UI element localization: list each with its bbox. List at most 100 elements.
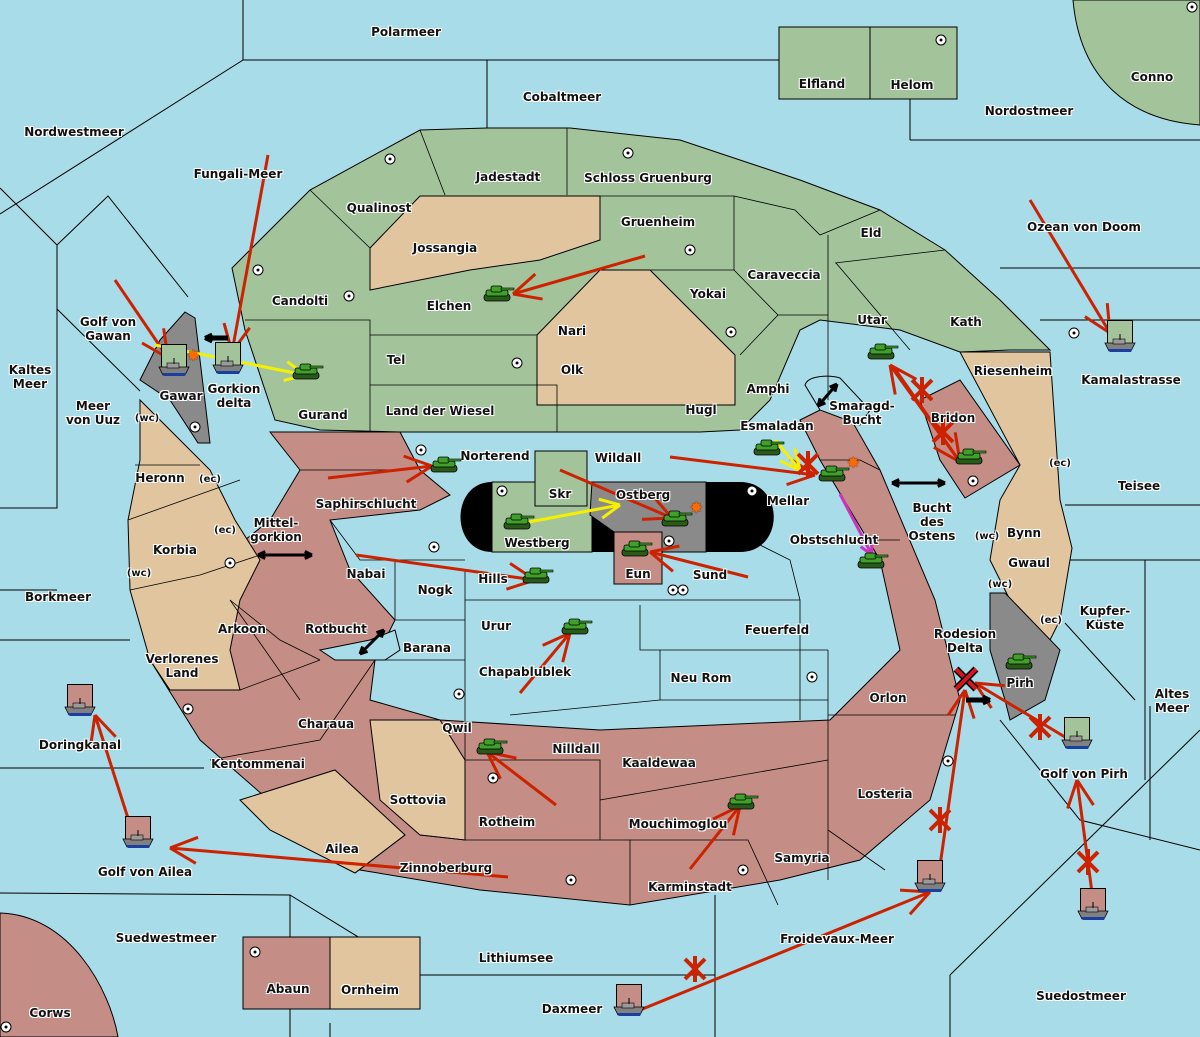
sea-region-golf-von-pirh[interactable]: Golf von Pirh: [1040, 767, 1128, 781]
land-region-riesenheim[interactable]: Riesenheim: [973, 364, 1053, 378]
land-region-jossangia[interactable]: Jossangia: [412, 241, 478, 255]
sea-region-polarmeer[interactable]: Polarmeer: [371, 25, 441, 39]
fleet-unit-golf-von-ailea[interactable]: [122, 816, 154, 854]
army-unit-obstschlucht[interactable]: [855, 552, 889, 574]
army-unit-ostberg[interactable]: ✸: [659, 500, 703, 532]
army-unit-bridon[interactable]: [953, 448, 987, 470]
land-region-bridon[interactable]: Bridon: [930, 411, 976, 425]
fleet-unit-froidevaux-meer[interactable]: [914, 860, 946, 898]
land-region-kentommenai[interactable]: Kentommenai: [211, 757, 305, 771]
land-region-heronn[interactable]: Heronn: [135, 471, 185, 485]
sea-region-teisee[interactable]: Teisee: [1117, 479, 1161, 493]
sea-region-rodesion-delta[interactable]: Rodesion Delta: [933, 627, 997, 655]
land-region-skr[interactable]: Skr: [548, 487, 572, 501]
land-region-olk[interactable]: Olk: [560, 363, 584, 377]
land-region-verlorenes-land[interactable]: Verlorenes Land: [145, 652, 219, 680]
sea-region-suedostmeer[interactable]: Suedostmeer: [1036, 989, 1126, 1003]
land-region-candolti[interactable]: Candolti: [271, 294, 329, 308]
land-region-obstschlucht[interactable]: Obstschlucht: [789, 533, 879, 547]
sea-region-ozean-von-doom[interactable]: Ozean von Doom: [1027, 220, 1141, 234]
land-region-ailea[interactable]: Ailea: [325, 842, 359, 856]
army-unit-elchen[interactable]: [481, 285, 515, 307]
land-region-qwil[interactable]: Qwil: [442, 721, 472, 735]
land-region-feuerfeld[interactable]: Feuerfeld: [744, 623, 810, 637]
land-region-nari[interactable]: Nari: [557, 324, 587, 338]
sea-region-gorkion-delta[interactable]: Gorkion delta: [207, 382, 261, 410]
army-unit-utar[interactable]: [865, 343, 899, 365]
fleet-unit-doringkanal[interactable]: [64, 684, 96, 722]
army-unit-westberg[interactable]: [501, 513, 535, 535]
land-region-tel[interactable]: Tel: [386, 353, 406, 367]
sea-region-lithiumsee[interactable]: Lithiumsee: [478, 951, 554, 965]
land-region-sund[interactable]: Sund: [692, 568, 728, 582]
sea-region-mittel--gorkion[interactable]: Mittel- gorkion: [250, 516, 302, 544]
sea-region-doringkanal[interactable]: Doringkanal: [38, 738, 122, 752]
sea-region-fungali-meer[interactable]: Fungali-Meer: [193, 167, 283, 181]
land-region-gwaul[interactable]: Gwaul: [1008, 556, 1050, 570]
sea-region-borkmeer[interactable]: Borkmeer: [25, 590, 91, 604]
sea-region-rotbucht[interactable]: Rotbucht: [305, 622, 367, 636]
land-region-wildall[interactable]: Wildall: [594, 451, 642, 465]
land-region-yokai[interactable]: Yokai: [689, 287, 727, 301]
land-region-barana[interactable]: Barana: [403, 641, 451, 655]
land-region-schloss-gruenburg[interactable]: Schloss Gruenburg: [584, 171, 712, 185]
fleet-unit-kamalastrasse[interactable]: [1104, 320, 1136, 358]
land-region-norterend[interactable]: Norterend: [460, 449, 530, 463]
land-region-kaaldewaa[interactable]: Kaaldewaa: [622, 756, 696, 770]
army-unit-pirh[interactable]: [1003, 653, 1037, 675]
land-region-amphi[interactable]: Amphi: [746, 382, 790, 396]
army-unit-mellar[interactable]: ✸: [816, 455, 860, 487]
land-region-bynn[interactable]: Bynn: [1006, 526, 1042, 540]
fleet-unit-daxmeer[interactable]: [613, 984, 645, 1022]
land-region-hugl[interactable]: Hugl: [685, 403, 717, 417]
sea-region-kamalastrasse[interactable]: Kamalastrasse: [1081, 373, 1181, 387]
land-region-gawar[interactable]: Gawar: [159, 389, 203, 403]
land-region-qualinost[interactable]: Qualinost: [346, 201, 412, 215]
land-region-urur[interactable]: Urur: [480, 619, 512, 633]
land-region-gruenheim[interactable]: Gruenheim: [620, 215, 696, 229]
sea-region-altes-meer[interactable]: Altes Meer: [1154, 687, 1190, 715]
army-unit-qwil[interactable]: [474, 738, 508, 760]
land-region-chapablublek[interactable]: Chapablublek: [478, 665, 572, 679]
sea-region-daxmeer[interactable]: Daxmeer: [541, 1002, 603, 1016]
land-region-utar[interactable]: Utar: [857, 313, 887, 327]
sea-region-nordostmeer[interactable]: Nordostmeer: [984, 104, 1074, 118]
land-region-land-der-wiesel[interactable]: Land der Wiesel: [385, 404, 495, 418]
sea-region-bucht-des-ostens[interactable]: Bucht des Ostens: [908, 501, 956, 543]
land-region-eun[interactable]: Eun: [625, 567, 651, 581]
sea-region-kupfer--küste[interactable]: Kupfer- Küste: [1079, 604, 1131, 632]
land-region-samyria[interactable]: Samyria: [774, 851, 830, 865]
land-region-esmaladan[interactable]: Esmaladan: [740, 419, 814, 433]
army-unit-urur[interactable]: [559, 618, 593, 640]
land-region-rotheim[interactable]: Rotheim: [478, 815, 536, 829]
sea-region-golf-von-ailea[interactable]: Golf von Ailea: [97, 865, 193, 879]
land-region-corws[interactable]: Corws: [29, 1006, 71, 1020]
land-region-nogk[interactable]: Nogk: [417, 583, 453, 597]
land-region-helom[interactable]: Helom: [890, 78, 934, 92]
land-region-saphirschlucht[interactable]: Saphirschlucht: [315, 497, 417, 511]
sea-region-kaltes-meer[interactable]: Kaltes Meer: [8, 363, 52, 391]
land-region-korbia[interactable]: Korbia: [152, 543, 198, 557]
fleet-unit-gawar[interactable]: ✸: [158, 344, 200, 382]
land-region-elchen[interactable]: Elchen: [426, 299, 472, 313]
sea-region-froidevaux-meer[interactable]: Froidevaux-Meer: [780, 932, 894, 946]
land-region-kath[interactable]: Kath: [950, 315, 982, 329]
land-region-ornheim[interactable]: Ornheim: [341, 983, 399, 997]
sea-region-nordwestmeer[interactable]: Nordwestmeer: [24, 125, 124, 139]
army-unit-eun[interactable]: [619, 540, 653, 562]
army-unit-esmaladan[interactable]: [751, 439, 785, 461]
land-region-pirh[interactable]: Pirh: [1006, 676, 1034, 690]
sea-region-smaragd--bucht[interactable]: Smaragd- Bucht: [829, 399, 895, 427]
army-unit-hills[interactable]: [520, 567, 554, 589]
land-region-conno[interactable]: Conno: [1130, 70, 1174, 84]
land-region-karminstadt[interactable]: Karminstadt: [648, 880, 732, 894]
fleet-unit-gorkion-delta[interactable]: [212, 342, 244, 380]
land-region-ostberg[interactable]: Ostberg: [615, 488, 671, 502]
land-region-abaun[interactable]: Abaun: [266, 982, 310, 996]
army-unit-gurand[interactable]: [290, 363, 324, 385]
sea-region-suedwestmeer[interactable]: Suedwestmeer: [115, 931, 217, 945]
land-region-neu-rom[interactable]: Neu Rom: [670, 671, 732, 685]
land-region-caraveccia[interactable]: Caraveccia: [747, 268, 821, 282]
land-region-nilldall[interactable]: Nilldall: [552, 742, 600, 756]
sea-region-cobaltmeer[interactable]: Cobaltmeer: [522, 90, 602, 104]
